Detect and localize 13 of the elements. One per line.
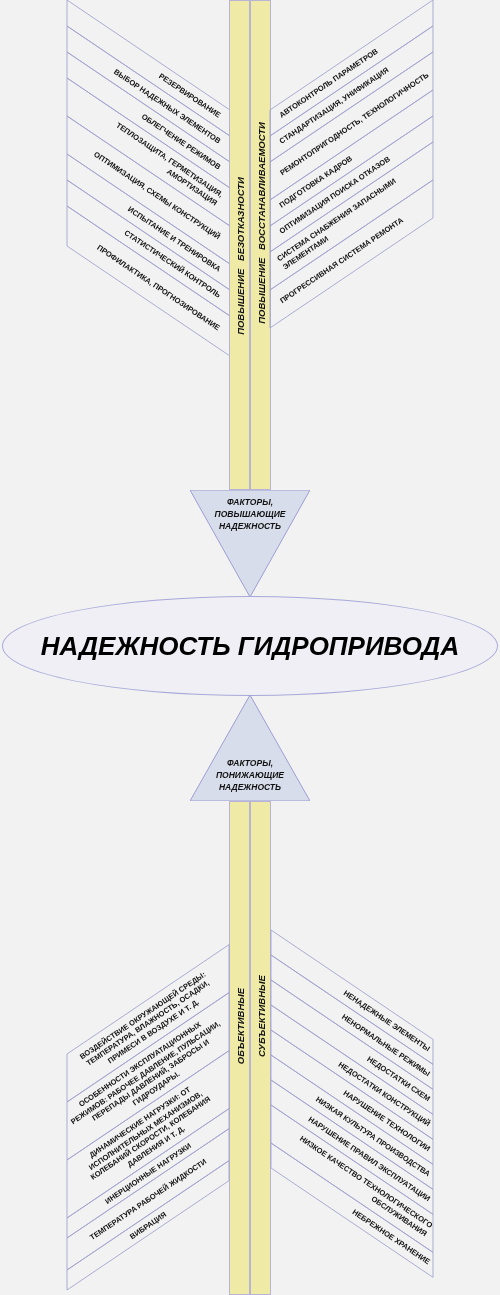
category-bar [229,801,250,1295]
category-label: ПОВЫШЕНИЕ БЕЗОТКАЗНОСТИ [234,177,245,335]
category-label: ПОВЫШЕНИЕ ВОССТАНАВЛИВАЕМОСТИ [255,122,266,324]
triangle-label: ФАКТОРЫ, ПОНИЖАЮЩИЕ НАДЕЖНОСТЬ [214,757,285,793]
factor-triangle [190,490,310,597]
ellipse-title: НАДЕЖНОСТЬ ГИДРОПРИВОДА [40,630,460,662]
category-bar [229,0,250,490]
triangle-label: ФАКТОРЫ, ПОВЫШАЮЩИЕ НАДЕЖНОСТЬ [213,496,287,532]
category-bar [250,801,271,1295]
category-bar [250,0,271,490]
category-label: ОБЪЕКТИВНЫЕ [234,987,245,1065]
factor-triangle [190,695,310,801]
category-label: СУБЪЕКТИВНЫЕ [255,975,266,1057]
